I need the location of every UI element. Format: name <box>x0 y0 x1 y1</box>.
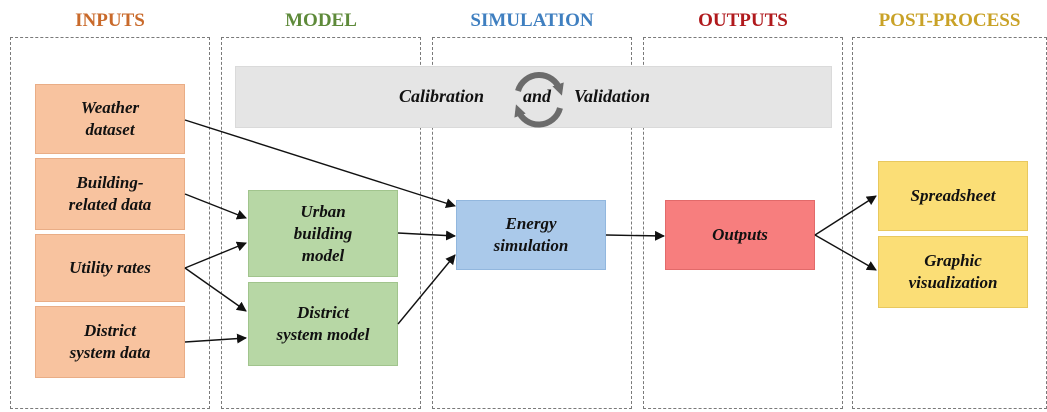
arrow-outputs-to-visualization <box>814 234 877 271</box>
input-utility-rates: Utility rates <box>35 234 185 302</box>
arrow-outputs-to-spreadsheet <box>814 195 877 236</box>
calibration-and-label: and <box>523 86 552 106</box>
arrow-urban-model-to-simulation <box>397 230 456 241</box>
column-frame-simulation <box>432 37 632 409</box>
arrow-utility-to-district-model <box>184 267 247 312</box>
input-weather-dataset: Weather dataset <box>35 84 185 154</box>
calibration-label: Calibration <box>399 86 485 106</box>
arrow-utility-to-urban-model <box>184 241 247 269</box>
arrow-simulation-to-outputs <box>605 230 665 241</box>
arrow-building-data-to-urban-model <box>184 193 247 220</box>
arrow-weather-to-simulation <box>184 119 456 209</box>
column-header-post-process: POST-PROCESS <box>878 10 1021 31</box>
energy-simulation-box: Energy simulation <box>456 200 606 270</box>
column-header-model: MODEL <box>285 10 357 31</box>
input-district-system-data: District system data <box>35 306 185 378</box>
outputs-box: Outputs <box>665 200 815 270</box>
arrow-district-model-to-simulation <box>397 254 456 325</box>
column-header-outputs: OUTPUTS <box>698 10 788 31</box>
arrow-district-data-to-district-model <box>184 333 247 344</box>
column-frame-outputs <box>643 37 843 409</box>
model-district-system: District system model <box>248 282 398 366</box>
validation-label: Validation <box>574 86 651 106</box>
post-graphic-visualization: Graphic visualization <box>878 236 1028 308</box>
column-header-inputs: INPUTS <box>75 10 145 31</box>
column-frame-model <box>221 37 421 409</box>
input-building-related-data: Building- related data <box>35 158 185 230</box>
column-header-simulation: SIMULATION <box>470 10 594 31</box>
post-spreadsheet: Spreadsheet <box>878 161 1028 231</box>
cycle-arrows-icon <box>514 72 564 128</box>
column-frame-inputs <box>10 37 210 409</box>
model-urban-building: Urban building model <box>248 190 398 277</box>
